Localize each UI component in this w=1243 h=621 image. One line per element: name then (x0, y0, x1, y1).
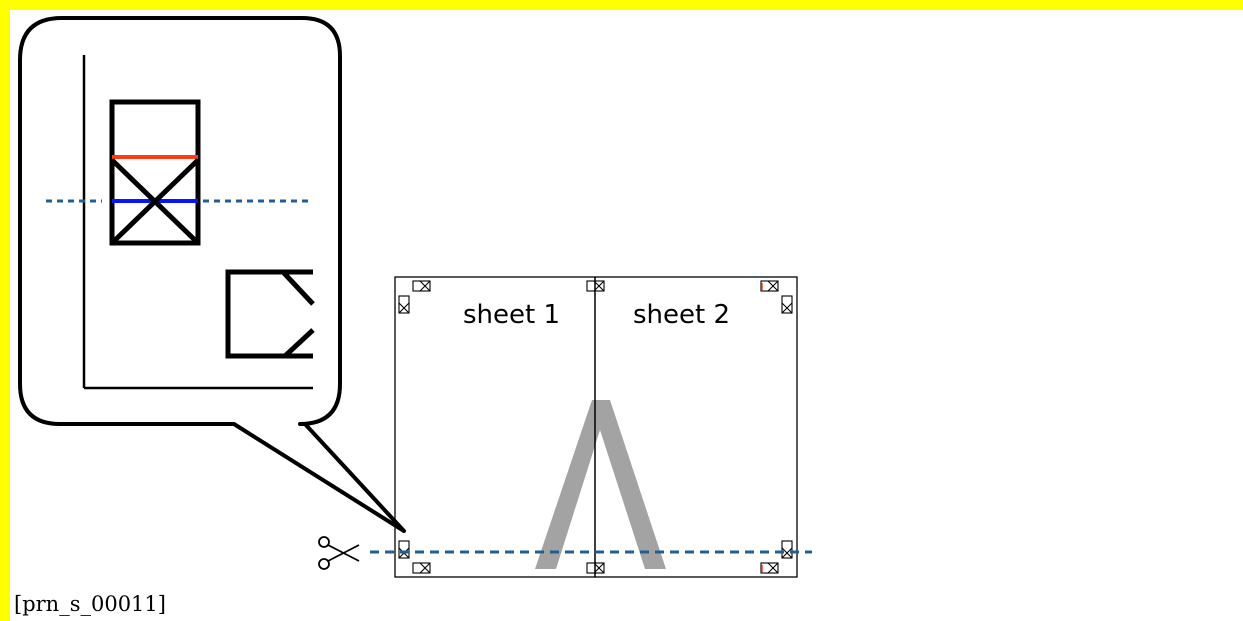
alignment-mark (412, 280, 431, 292)
watermark-letter (535, 400, 666, 569)
alignment-mark (781, 540, 793, 559)
alignment-mark (760, 562, 779, 574)
frame-left-border (0, 0, 10, 621)
frame-top-border (0, 0, 1243, 10)
alignment-mark (586, 562, 605, 574)
zoom-callout (18, 16, 406, 533)
alignment-mark (586, 280, 605, 292)
zoomed-partial-mark (225, 269, 315, 359)
alignment-mark (398, 295, 410, 314)
alignment-mark (781, 295, 793, 314)
alignment-mark (760, 280, 779, 292)
sheet-2-label: sheet 2 (633, 300, 730, 330)
alignment-mark (412, 562, 431, 574)
sheet-2 (594, 276, 798, 578)
sheet-1-label: sheet 1 (463, 300, 560, 330)
zoomed-alignment-mark (109, 99, 201, 246)
alignment-mark (398, 540, 410, 559)
figure-caption: [prn_s_00011] (14, 592, 166, 616)
zoom-detail (46, 55, 315, 390)
scissors-icon (318, 536, 360, 570)
